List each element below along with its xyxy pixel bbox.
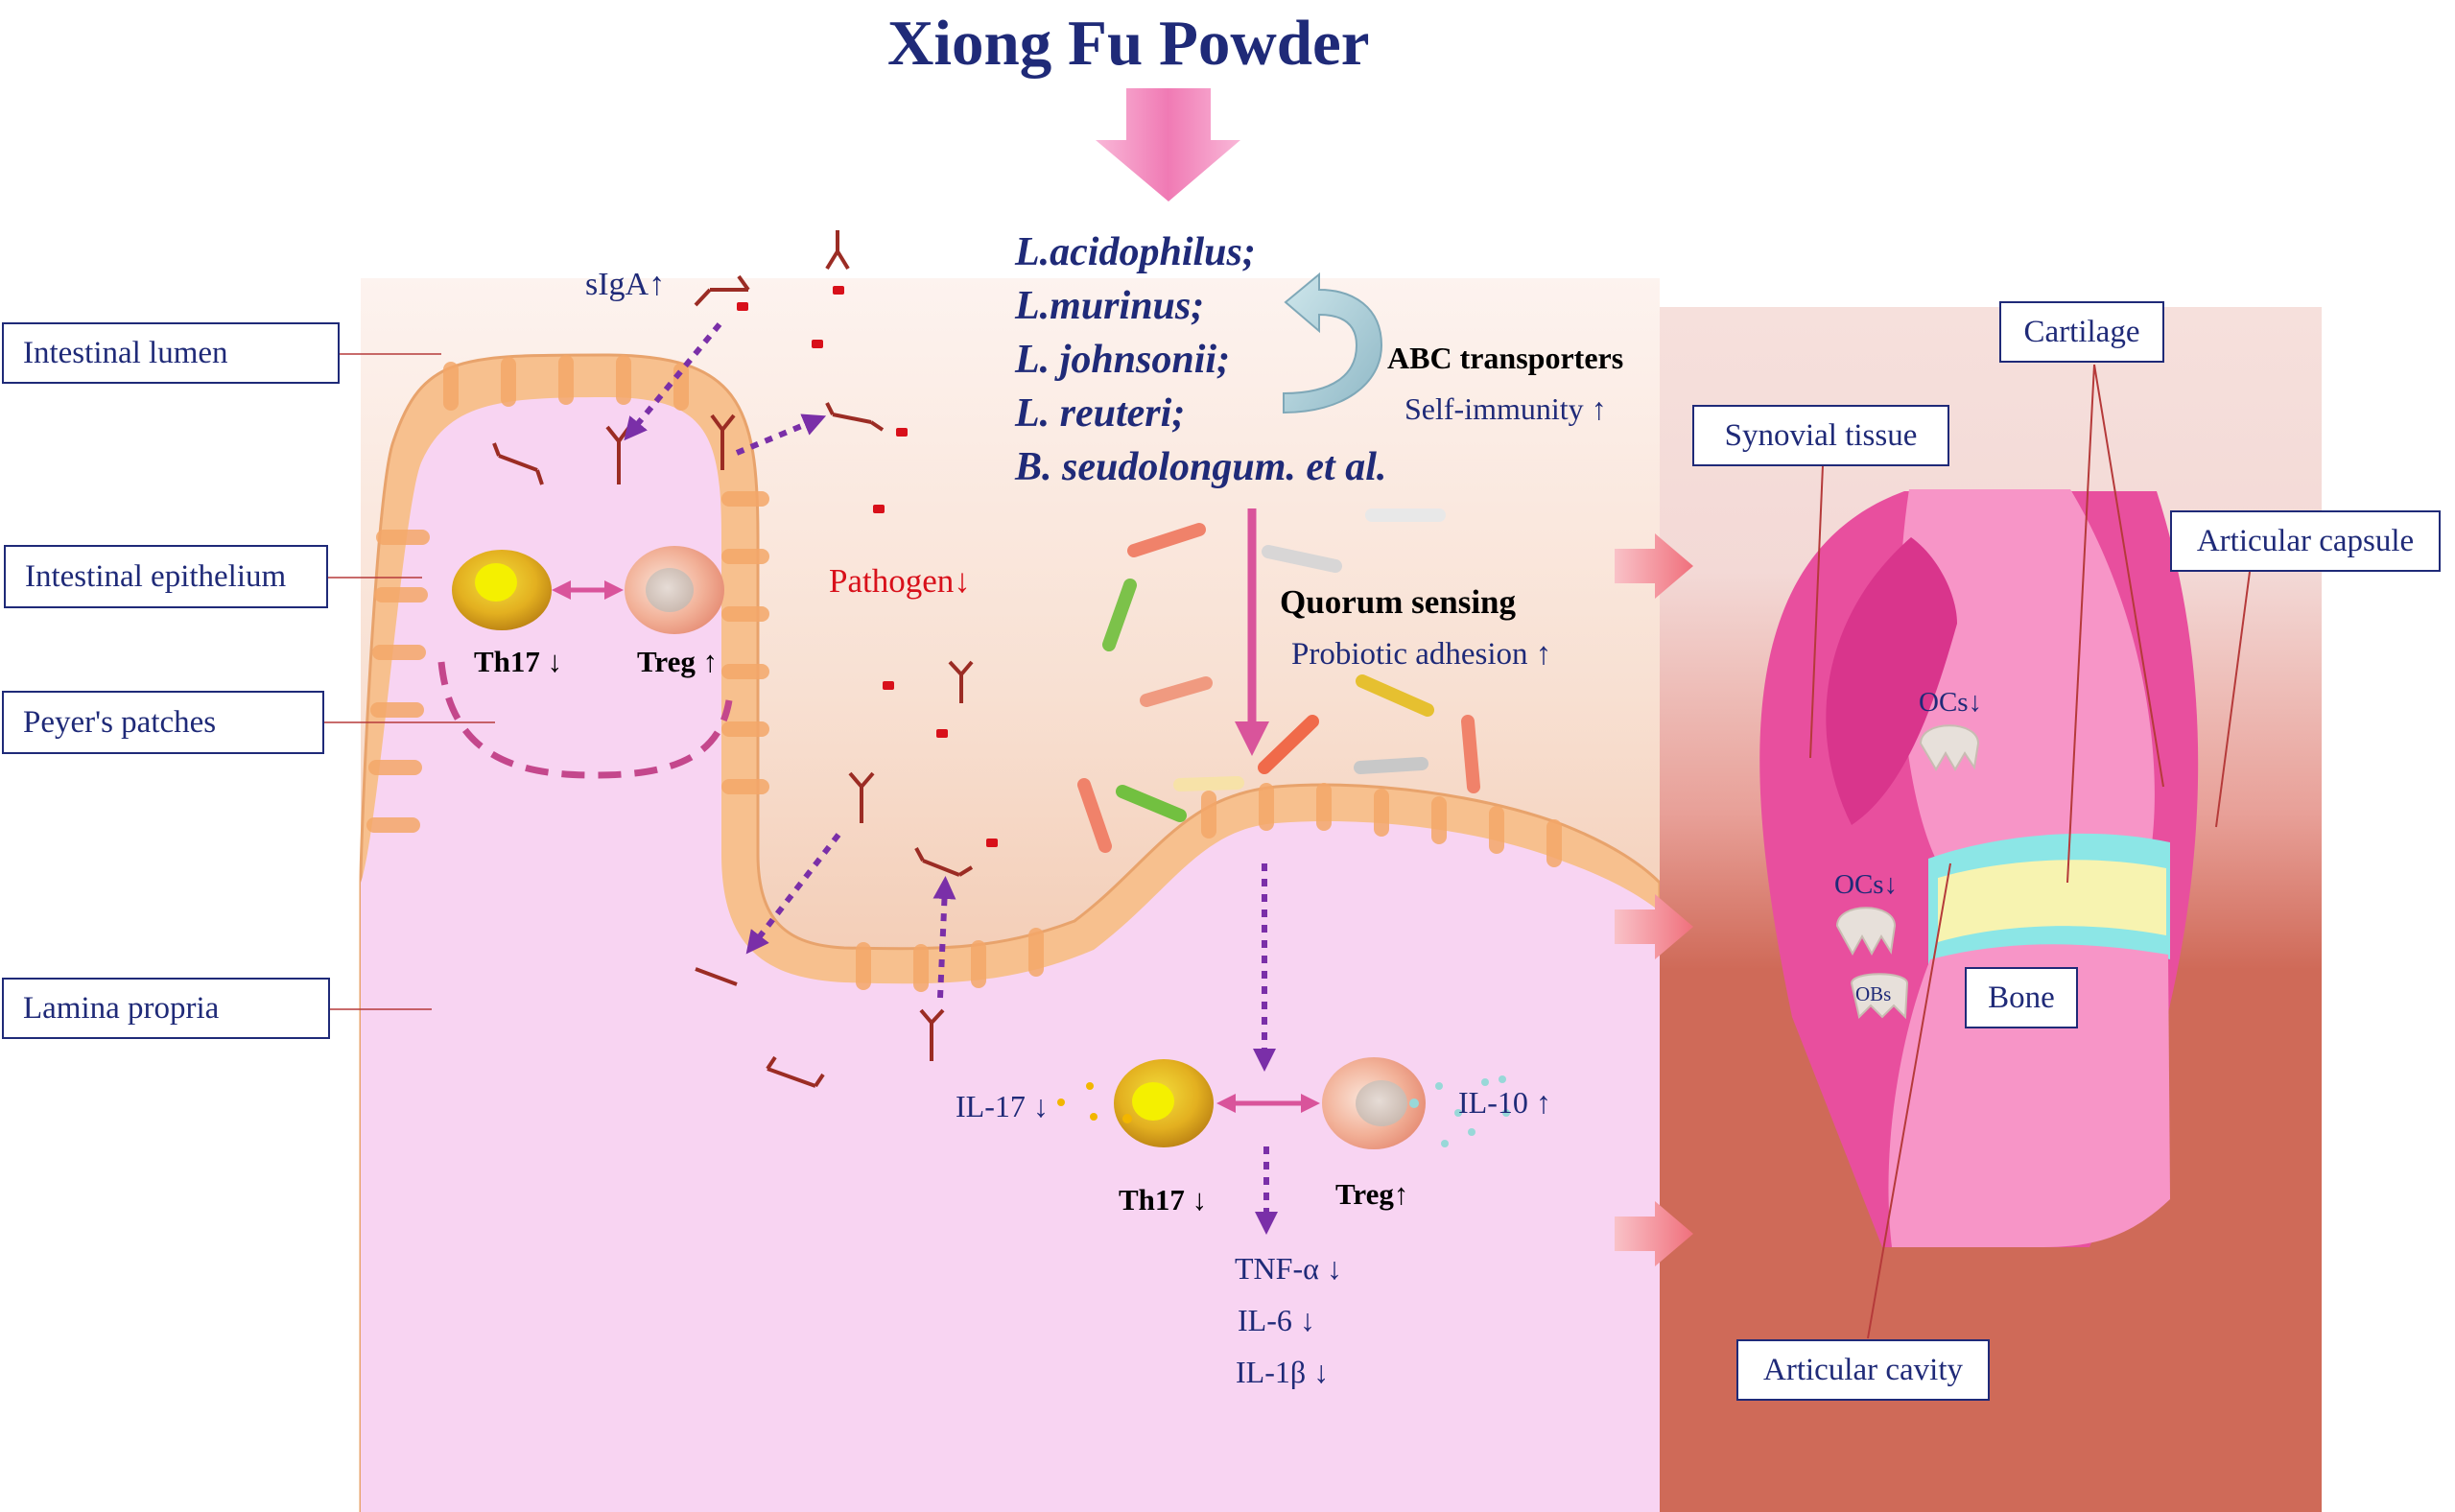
side-arrow-2	[1615, 894, 1693, 959]
th17-lp-label: Th17 ↓	[1119, 1183, 1208, 1217]
cartilage-label: Cartilage	[1999, 301, 2164, 363]
treg-patch-label: Treg ↑	[637, 645, 719, 678]
epithelial-cells	[366, 355, 1562, 992]
bone-lower	[1888, 944, 2170, 1247]
lamina-propria-region	[361, 397, 1660, 1512]
pathogen-label: Pathogen↓	[829, 562, 971, 600]
intestinal-lumen-label: Intestinal lumen	[2, 322, 340, 384]
articular-cavity-label: Articular cavity	[1736, 1339, 1990, 1401]
species-2: L.murinus;	[1015, 284, 1205, 328]
ocs-bottom-label: OCs↓	[1834, 869, 1899, 900]
cytokine-il6: IL-6 ↓	[1238, 1303, 1315, 1337]
leader-lines-joint	[1809, 364, 2251, 1339]
articular-cavity-fill	[1938, 860, 2166, 942]
side-arrow-1	[1615, 533, 1693, 599]
bone-upper	[1900, 489, 2155, 863]
obs-label: OBs	[1855, 982, 1892, 1005]
species-1: L.acidophilus;	[1015, 230, 1256, 274]
self-immunity-label: Self-immunity ↑	[1405, 391, 1607, 426]
quorum-sensing-label: Quorum sensing	[1280, 583, 1517, 621]
cytokine-tnf: TNF-α ↓	[1235, 1251, 1342, 1286]
il17-label: IL-17 ↓	[956, 1089, 1049, 1123]
siga-label: sIgA↑	[585, 267, 666, 302]
treg-lp-label: Treg↑	[1335, 1177, 1409, 1211]
th17-patch-label: Th17 ↓	[474, 645, 563, 678]
bone-label: Bone	[1965, 967, 2078, 1028]
synovial-tissue-label: Synovial tissue	[1692, 405, 1949, 466]
leader-lines-gut	[324, 353, 495, 1010]
page-title: Xiong Fu Powder	[887, 8, 1370, 79]
osteoclast-icon-bottom	[1835, 907, 1897, 957]
treg-cell-patch	[625, 546, 724, 634]
il17-secretion-dots	[1057, 1082, 1132, 1123]
treg-cell-lp	[1322, 1057, 1426, 1149]
ocs-top-label: OCs↓	[1919, 687, 1983, 718]
il10-secretion-dots	[1409, 1075, 1510, 1147]
lamina-propria-label: Lamina propria	[2, 978, 330, 1039]
side-arrow-3	[1615, 1201, 1693, 1266]
abc-transporters-label: ABC transporters	[1387, 341, 1624, 375]
bacteria	[1077, 508, 1480, 853]
dotted-arrows	[624, 322, 1278, 1235]
big-down-arrow	[1096, 88, 1240, 201]
intestinal-epithelium-label: Intestinal epithelium	[4, 545, 328, 608]
species-5: B. seudolongum. et al.	[1015, 445, 1387, 489]
articular-capsule-label: Articular capsule	[2170, 510, 2441, 572]
probiotic-adhesion-label: Probiotic adhesion ↑	[1291, 637, 1552, 672]
th17-cell-lp	[1114, 1059, 1214, 1147]
th17-cell-patch	[452, 550, 552, 630]
osteoblast-icon	[1850, 973, 1909, 1020]
species-4: L. reuteri;	[1015, 391, 1186, 436]
pathogen-particles	[737, 286, 998, 847]
synovial-tissue	[1826, 537, 1957, 825]
recycle-arrow	[1283, 272, 1383, 414]
antibodies	[492, 230, 974, 1088]
peyers-patches-label: Peyer's patches	[2, 691, 324, 754]
species-3: L. johnsonii;	[1015, 338, 1231, 382]
il10-label: IL-10 ↑	[1458, 1085, 1551, 1120]
osteoclast-icon-top	[1919, 724, 1980, 771]
cytokine-il1b: IL-1β ↓	[1236, 1355, 1330, 1389]
peyers-patch-outline	[437, 661, 733, 779]
